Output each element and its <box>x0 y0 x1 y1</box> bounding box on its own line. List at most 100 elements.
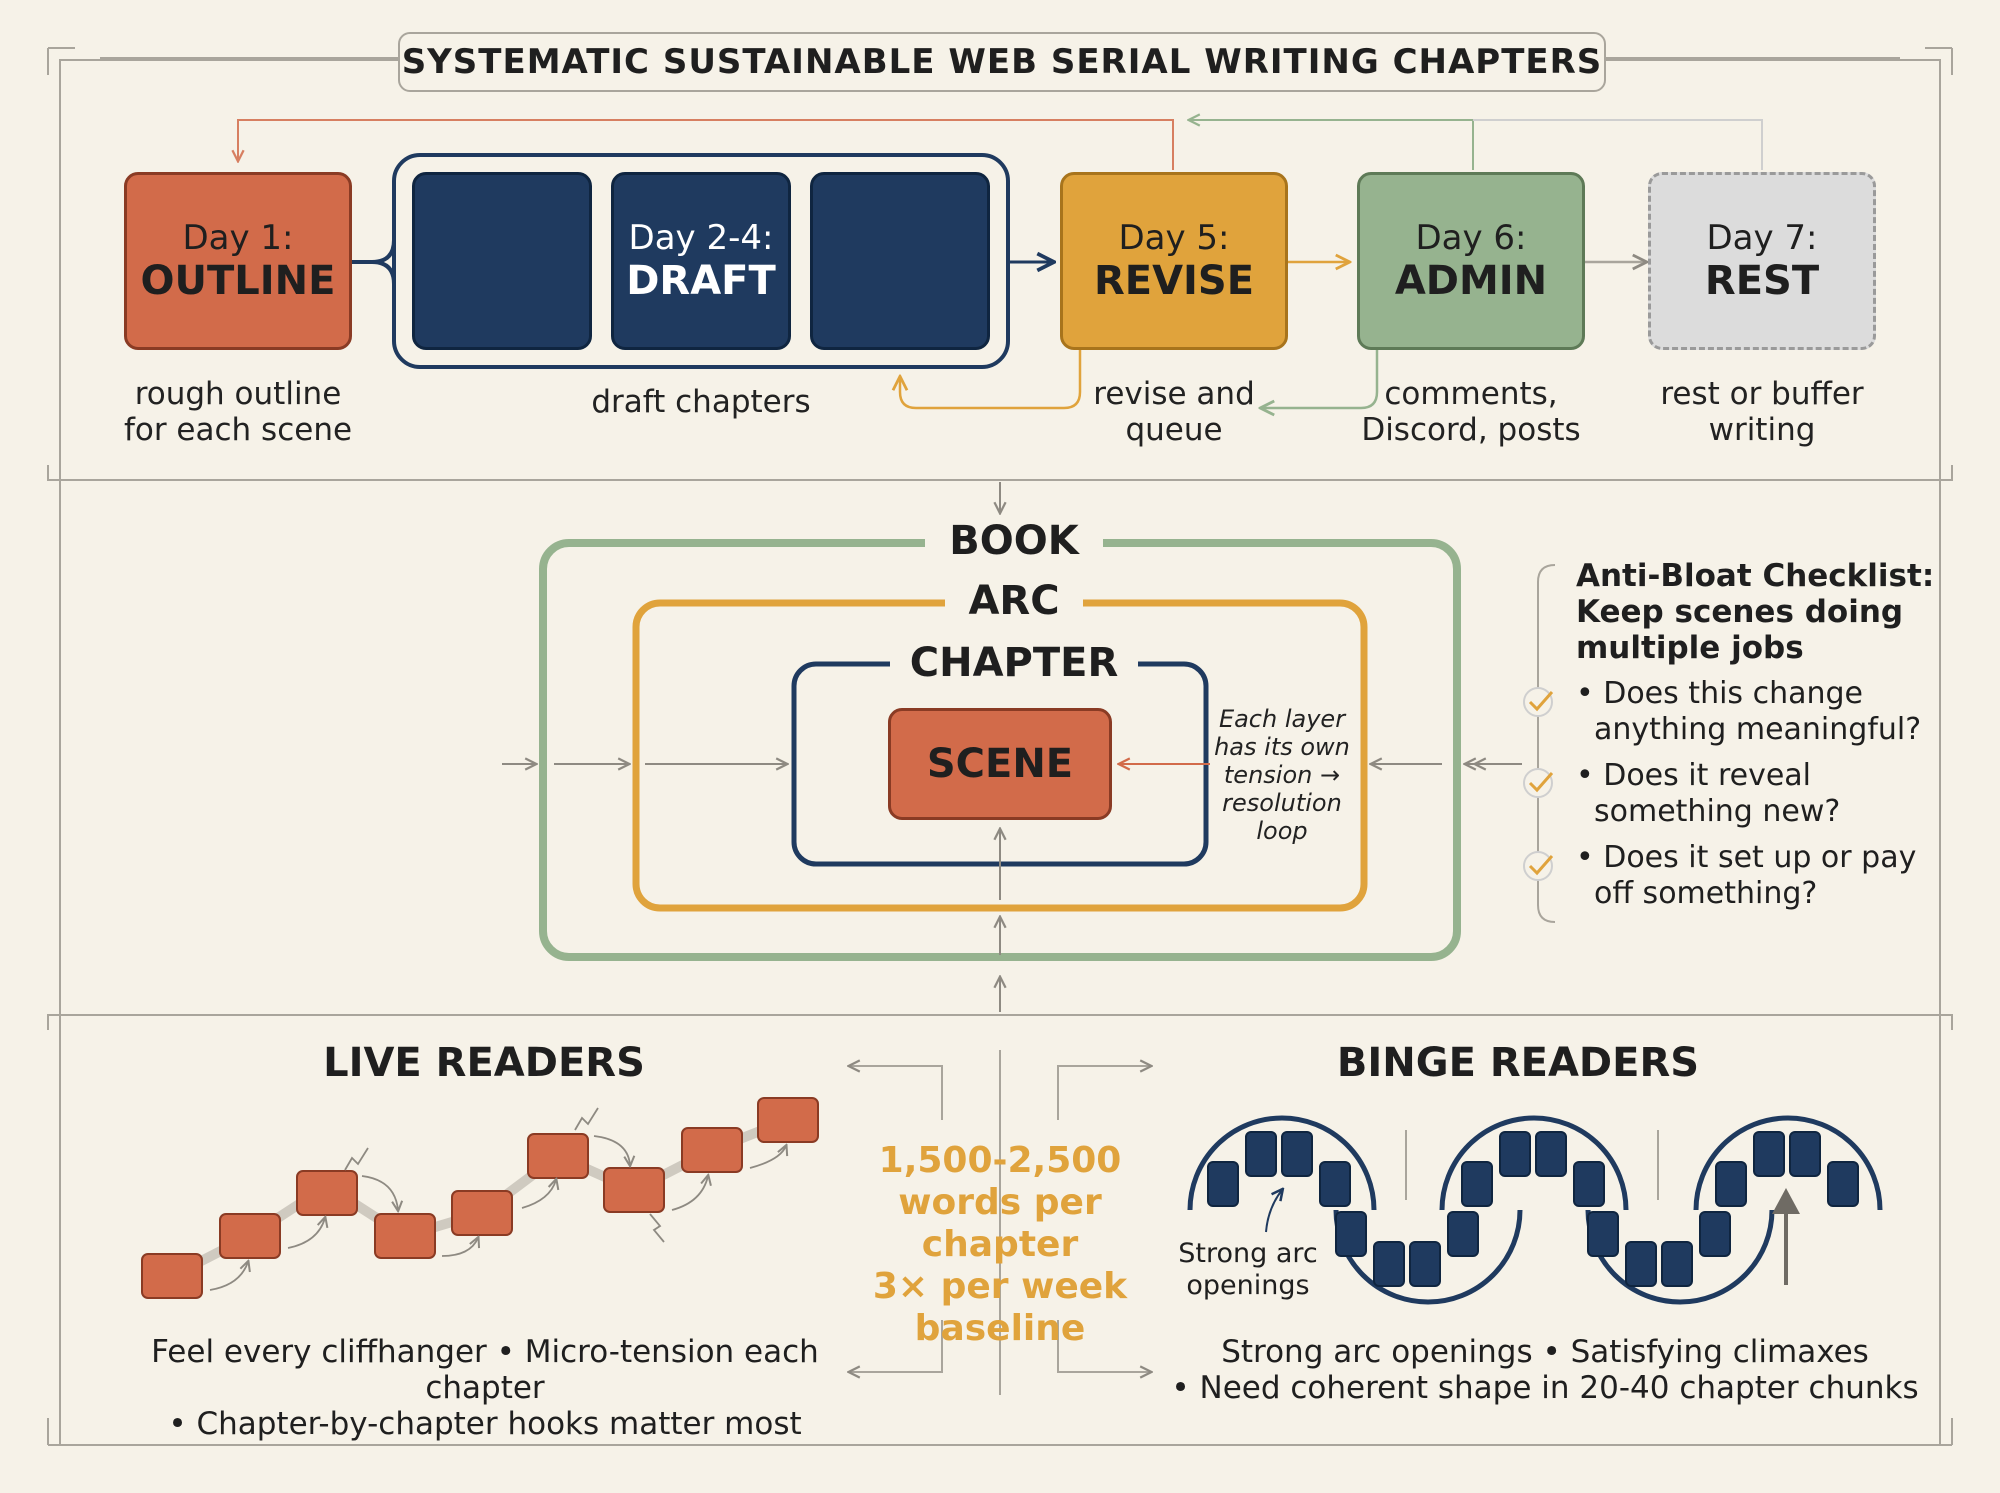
chapter-block <box>1587 1211 1619 1257</box>
chapter-block <box>1753 1131 1785 1177</box>
checklist-check-icons <box>1523 687 1554 881</box>
day1-title: OUTLINE <box>140 258 336 304</box>
admin-to-revise-return <box>1262 350 1379 408</box>
day2-4-caption: draft chapters <box>561 384 841 420</box>
checklist-bracket <box>1537 564 1556 923</box>
day7-rest-box: Day 7: REST <box>1648 172 1876 350</box>
live-readers-footer-line: • Chapter-by-chapter hooks matter most <box>168 1406 802 1442</box>
day5-revise-box: Day 5: REVISE <box>1060 172 1288 350</box>
checklist-item-line: anything meaningful? <box>1594 712 1922 747</box>
day1-caption-line: for each scene <box>123 412 353 448</box>
day7-label: Day 7: <box>1706 218 1818 258</box>
checklist-item-line: something new? <box>1594 794 1841 829</box>
day2-4-draft-box: Day 2-4: DRAFT <box>611 172 791 350</box>
binge-readers-chart <box>1187 1115 1883 1305</box>
day6-label: Day 6: <box>1415 218 1527 258</box>
day7-caption-line: writing <box>1708 412 1816 448</box>
checklist-title-line: Keep scenes doing <box>1576 594 1904 630</box>
note-line: Each layer <box>1218 705 1346 733</box>
stat-line: baseline <box>914 1308 1086 1349</box>
chapter-block <box>219 1213 281 1259</box>
check-icon <box>1523 851 1554 881</box>
day2-4-label: Day 2-4: <box>628 218 774 258</box>
checklist-item-line: • Does this change <box>1576 676 1863 711</box>
chapter-block <box>681 1127 743 1173</box>
day5-label: Day 5: <box>1118 218 1230 258</box>
chapter-block <box>1715 1161 1747 1207</box>
stat-line: 3× per week <box>872 1266 1128 1307</box>
checklist-title-line: multiple jobs <box>1576 630 1804 666</box>
day5-caption: revise and queue <box>1054 376 1294 448</box>
chapter-block <box>1335 1211 1367 1257</box>
note-line: has its own <box>1214 733 1350 761</box>
checklist-item-line: • Does it reveal <box>1576 758 1812 793</box>
note-line: loop <box>1256 817 1308 845</box>
chapter-block <box>603 1167 665 1213</box>
chapter-block <box>1245 1131 1277 1177</box>
checklist-item: • Does it set up or pay off something? <box>1576 840 1936 912</box>
checklist-item: • Does it reveal something new? <box>1576 758 1936 830</box>
chapter-block <box>1499 1131 1531 1177</box>
chapter-block <box>1373 1241 1405 1287</box>
chapter-block <box>1699 1211 1731 1257</box>
check-icon <box>1523 687 1554 717</box>
chapter-block <box>1827 1161 1859 1207</box>
layer-loop-note: Each layer has its own tension → resolut… <box>1212 705 1352 845</box>
chapter-block <box>141 1253 203 1299</box>
book-layer-label: BOOK <box>925 518 1103 564</box>
checklist-title-line: Anti-Bloat Checklist: <box>1576 558 1935 594</box>
day5-caption-line: revise and <box>1093 376 1255 412</box>
chapter-block <box>1447 1211 1479 1257</box>
day1-caption-line: rough outline <box>134 376 342 412</box>
chapter-block <box>296 1170 358 1216</box>
draft-block-right <box>810 172 990 350</box>
feedback-arrow-to-outline <box>238 119 1174 170</box>
checklist-item: • Does this change anything meaningful? <box>1576 676 1936 748</box>
feedback-arrow-to-revise <box>1190 120 1474 170</box>
day5-caption-line: queue <box>1125 412 1223 448</box>
binge-readers-footer-line: • Need coherent shape in 20-40 chapter c… <box>1171 1370 1919 1406</box>
chapter-block <box>374 1213 436 1259</box>
live-readers-footer: Feel every cliffhanger • Micro-tension e… <box>100 1334 870 1442</box>
day2-4-title: DRAFT <box>626 258 776 304</box>
arc-openings-annotation: Strong arc openings <box>1170 1238 1326 1302</box>
check-icon <box>1523 768 1554 798</box>
chapter-block <box>527 1133 589 1179</box>
chapter-block <box>757 1097 819 1143</box>
chapter-block <box>1207 1161 1239 1207</box>
binge-readers-title: BINGE READERS <box>1336 1040 1700 1086</box>
live-readers-chart <box>141 1097 819 1299</box>
chapter-block <box>1461 1161 1493 1207</box>
chapter-block <box>1281 1131 1313 1177</box>
stat-line: 1,500-2,500 <box>878 1140 1122 1181</box>
day6-title: ADMIN <box>1394 258 1548 304</box>
binge-readers-footer: Strong arc openings • Satisfying climaxe… <box>1155 1334 1935 1406</box>
feedback-arrow-from-rest <box>1473 119 1763 170</box>
arc-opening-pointer <box>1265 1190 1282 1233</box>
live-readers-footer-line: Feel every cliffhanger • Micro-tension e… <box>151 1334 819 1406</box>
day6-admin-box: Day 6: ADMIN <box>1357 172 1585 350</box>
bracket-left <box>350 239 396 285</box>
scene-label: SCENE <box>926 741 1074 787</box>
layer-arrows <box>502 764 1522 1012</box>
arc-layer-label: ARC <box>945 578 1083 624</box>
note-line: tension → <box>1223 761 1341 789</box>
chapter-block <box>1625 1241 1657 1287</box>
chapter-block <box>1661 1241 1693 1287</box>
day5-title: REVISE <box>1093 258 1255 304</box>
day7-caption-line: rest or buffer <box>1660 376 1864 412</box>
chapter-block <box>1789 1131 1821 1177</box>
chapter-block <box>1573 1161 1605 1207</box>
corner-arrows <box>850 1066 1150 1372</box>
checklist-item-line: • Does it set up or pay <box>1576 840 1917 875</box>
day1-caption: rough outline for each scene <box>108 376 368 448</box>
day6-caption-line: comments, <box>1384 376 1558 412</box>
annotation-line: openings <box>1186 1270 1310 1301</box>
page-title: SYSTEMATIC SUSTAINABLE WEB SERIAL WRITIN… <box>398 32 1606 92</box>
day2-4-caption-line: draft chapters <box>591 384 811 420</box>
annotation-line: Strong arc <box>1178 1238 1318 1269</box>
live-readers-title: LIVE READERS <box>323 1040 645 1086</box>
day6-caption-line: Discord, posts <box>1361 412 1581 448</box>
revise-to-draft-return <box>900 350 1082 410</box>
chapter-block <box>1535 1131 1567 1177</box>
